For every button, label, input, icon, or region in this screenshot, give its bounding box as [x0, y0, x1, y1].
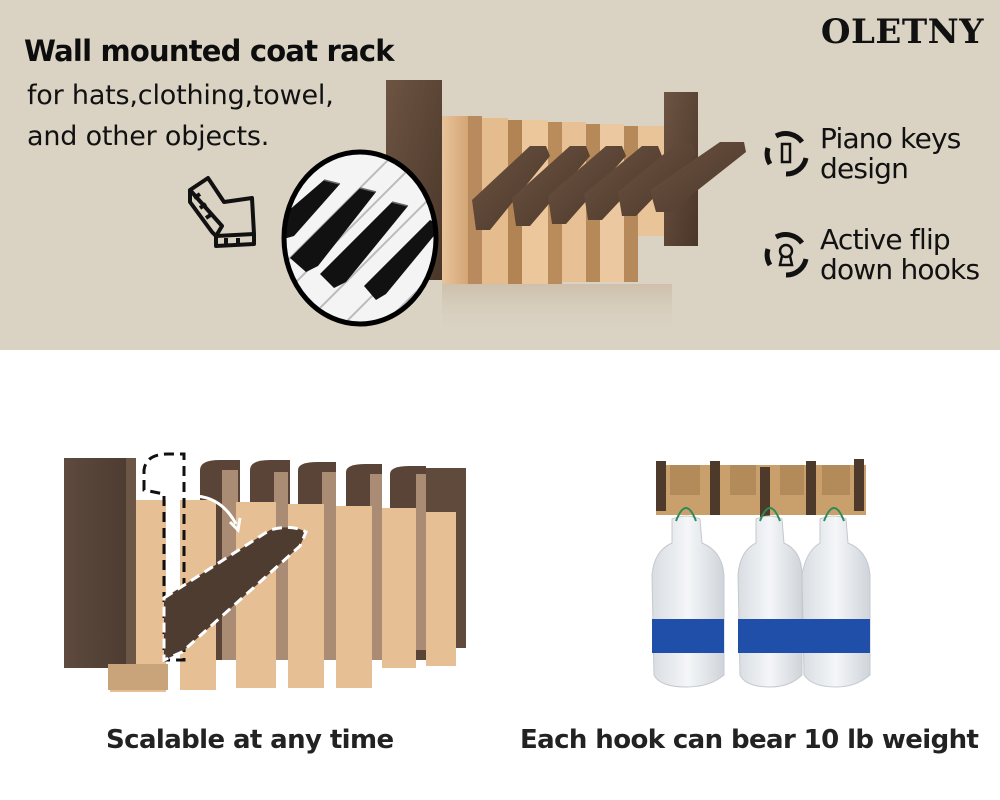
bottles-weight-demo-image	[651, 459, 871, 688]
caption-hook-weight: Each hook can bear 10 lb weight	[520, 725, 979, 755]
brand-logo: OLETNY	[820, 12, 984, 52]
keyhole-lock-icon	[764, 232, 809, 278]
caption-scalable: Scalable at any time	[106, 725, 394, 755]
feature-text: Piano keys design	[820, 122, 961, 185]
subline-1: for hats,clothing,towel,	[27, 80, 334, 111]
feature-flip-hooks: Active flip down hooks	[762, 223, 980, 286]
headline: Wall mounted coat rack	[24, 34, 395, 68]
top-product-image	[386, 80, 746, 340]
arrow-down-right-icon	[188, 176, 256, 248]
feature-piano-keys: Piano keys design	[762, 124, 961, 184]
subline-2: and other objects.	[27, 121, 270, 152]
piano-keys-lens-image	[281, 149, 439, 327]
hook-flip-demo-image	[64, 452, 466, 692]
feature-text: Active flip down hooks	[820, 223, 980, 286]
piano-key-icon	[764, 131, 809, 177]
